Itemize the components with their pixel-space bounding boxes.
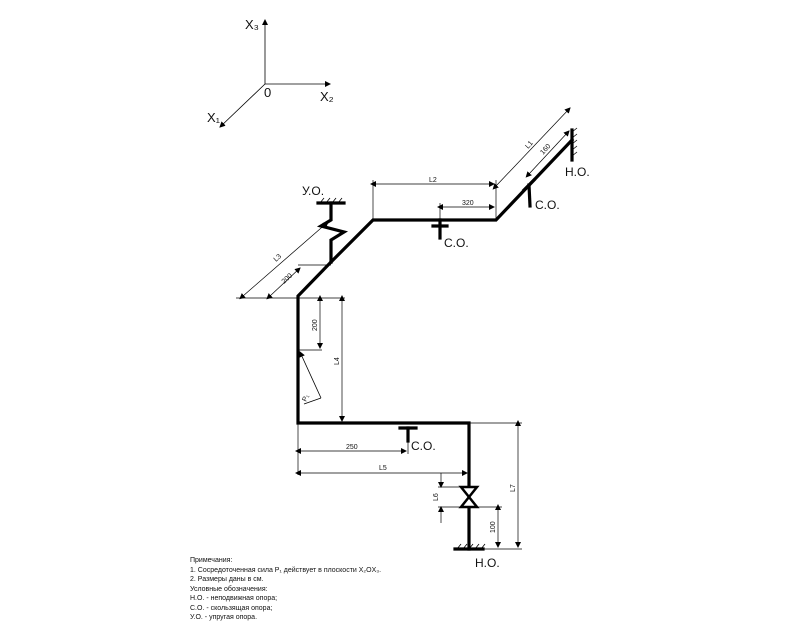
pipe-lower-segment [296,259,471,551]
valve-symbol [458,485,480,509]
dim-200-diag-label: 200 [281,272,294,285]
dim-L1 [492,107,571,190]
dim-L7-label: L7 [510,484,517,492]
slide-stem [527,183,532,208]
elastic-support: У.О. [302,184,346,205]
axis-x2-label: X₂ [320,89,334,104]
force-base [303,397,322,405]
dim-L1-label: L1 [524,140,535,151]
axis-x1-label: X₁ [207,110,221,125]
notes-line-3: Условные обозначения: [190,585,268,593]
support-label-fixed-top: Н.О. [565,165,590,179]
fixed-support-bottom: Н.О. [453,543,500,570]
notes-line-5: С.О. - скользящая опора; [190,604,273,612]
notes-block: Примечания: 1. Сосредоточенная сила P₁ д… [190,556,381,623]
fixed-support-top-right: Н.О. [565,127,590,179]
support-label-fixed-bottom: Н.О. [475,556,500,570]
dim-200-vert-label: 200 [312,319,319,331]
notes-line-2: 2. Размеры даны в см. [190,576,264,583]
dim-L4-label: L4 [334,357,341,365]
force-label: P₁ [301,393,311,403]
valve-icon [458,485,480,509]
support-label-sliding-top: С.О. [444,236,469,250]
dim-L6-label: L6 [433,493,440,501]
dim-250-label: 250 [346,444,358,451]
dim-160 [525,130,570,178]
notes-line-1: 1. Сосредоточенная сила P₁ действует в п… [190,566,382,574]
support-label-elastic: У.О. [302,184,324,198]
dim-L3-label: L3 [273,253,284,263]
force-vector [299,351,322,399]
axis-x1 [219,83,266,128]
force-arrow: P₁ [299,351,322,405]
dim-160-label: 160 [539,143,552,156]
dim-100-label: 100 [490,521,497,533]
dim-L2-label: L2 [429,177,437,184]
notes-line-4: Н.О. - неподвижная опора; [190,595,278,602]
dim-200-diag [266,267,301,300]
dim-L5-label: L5 [379,465,387,472]
sliding-support-bottom: С.О. [398,426,436,453]
notes-title: Примечания: [190,557,233,564]
dimension-lines: L2 320 L1 160 L3 200 200 L4 250 [236,107,571,550]
origin-label: 0 [264,85,271,100]
coordinate-axes: X₃ X₂ X₁ 0 [207,17,334,128]
axis-x3-label: X₃ [245,17,259,32]
notes-line-6: У.О. - упругая опора. [190,614,258,621]
sliding-support-top: С.О. [431,218,469,250]
dim-L3 [239,221,329,300]
sliding-support-diagonal: С.О. [521,177,560,212]
support-label-sliding-right: С.О. [535,198,560,212]
pipe-elastic-branch [316,201,349,264]
support-label-sliding-bottom: С.О. [411,439,436,453]
dim-320-label: 320 [462,200,474,207]
